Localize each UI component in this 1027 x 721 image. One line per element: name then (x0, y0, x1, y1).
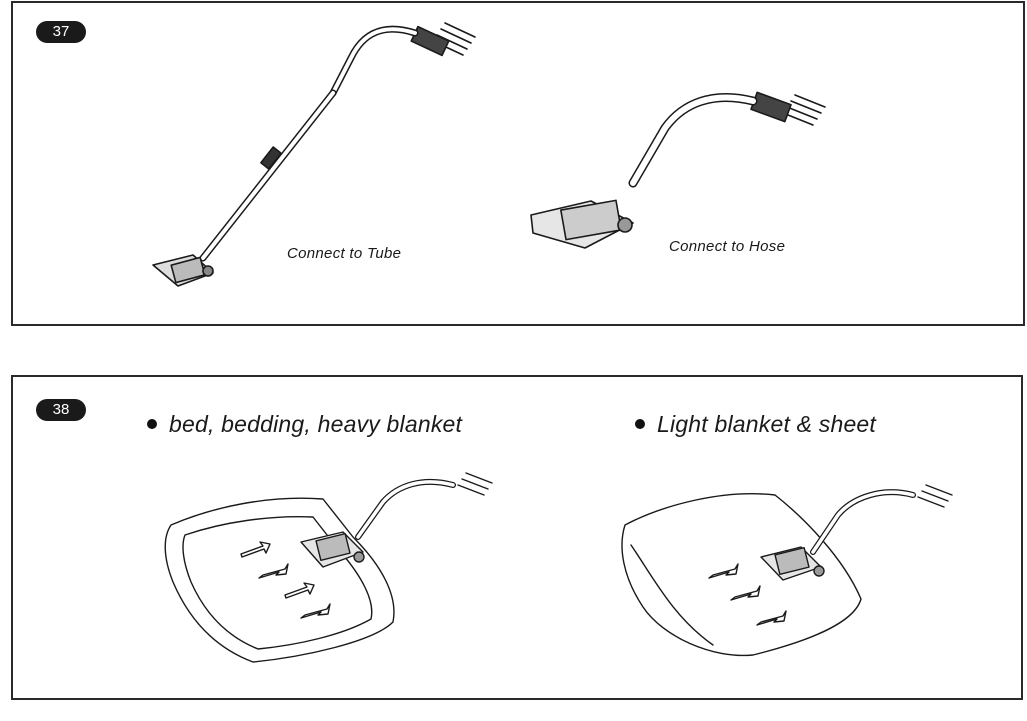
panel-37: 37 (11, 1, 1025, 326)
illustration-connect-tube (152, 22, 826, 287)
hose-coil-icon (917, 484, 953, 508)
nozzle-large-icon (530, 199, 634, 249)
heading-heavy-blanket: bed, bedding, heavy blanket (147, 411, 462, 438)
heavy-blanket-icon (164, 472, 493, 663)
heading-heavy-blanket-text: bed, bedding, heavy blanket (169, 411, 463, 437)
panel-38: 38 bed, bedding, heavy blanket Light bla… (11, 375, 1023, 700)
arrow-icon (708, 563, 787, 626)
nozzle-icon (300, 531, 365, 568)
light-blanket-icon (621, 484, 953, 657)
heading-light-blanket: Light blanket & sheet (635, 411, 876, 438)
illustration-connect-hose (530, 91, 826, 249)
bullet-icon (635, 419, 645, 429)
step-badge-38: 38 (36, 399, 86, 421)
arrow-icon (240, 541, 331, 619)
nozzle-icon (760, 546, 825, 581)
illustration-blanket-usage (164, 472, 953, 663)
hose-coil-icon (410, 22, 476, 57)
heading-light-blanket-text: Light blanket & sheet (657, 411, 877, 437)
hose-coil-icon (457, 472, 493, 496)
caption-connect-hose: Connect to Hose (669, 238, 786, 255)
hose-coil-icon (750, 91, 826, 126)
caption-connect-tube: Connect to Tube (287, 245, 402, 262)
bullet-icon (147, 419, 157, 429)
step-badge-37: 37 (36, 21, 86, 43)
nozzle-small-icon (152, 254, 214, 287)
